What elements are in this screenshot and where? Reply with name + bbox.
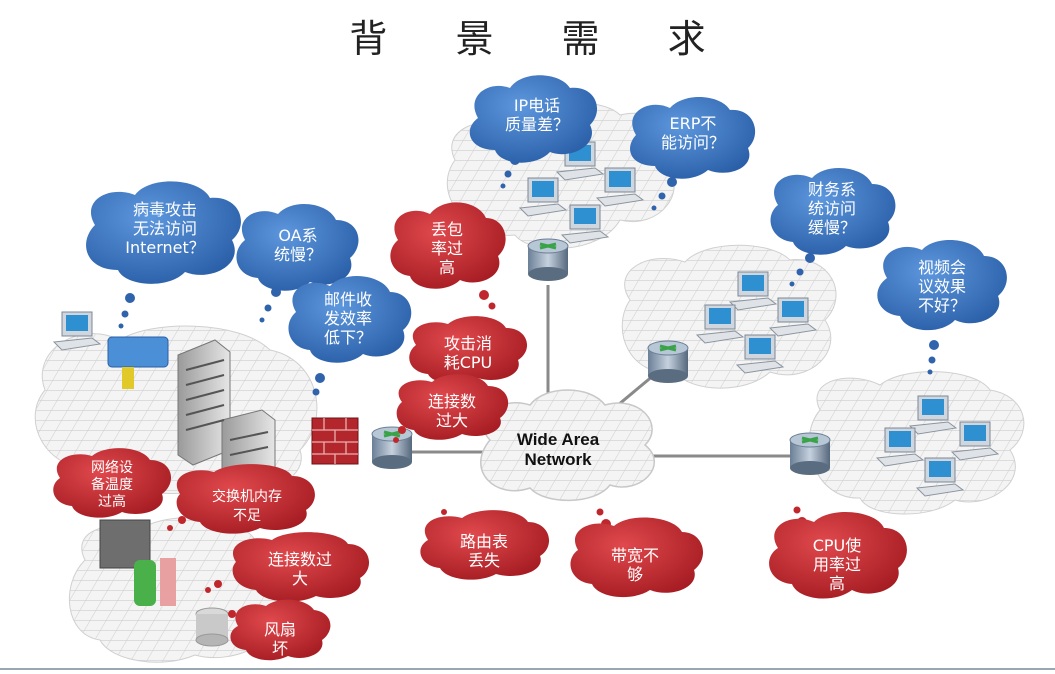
cloud-oa — [236, 203, 359, 291]
wan-label: Wide Area Network — [516, 430, 600, 469]
right-upper-site — [621, 244, 837, 389]
cloud-cpu-usage — [769, 511, 907, 599]
cloud-virus — [86, 181, 241, 284]
cloud-erp — [630, 96, 756, 179]
cloud-conn-high-2 — [232, 532, 370, 602]
cloud-conn-high-1 — [396, 374, 509, 440]
cloud-route-loss — [420, 510, 550, 580]
cloud-device-temp — [53, 448, 172, 518]
cloud-mail — [288, 275, 412, 363]
bottom-divider — [0, 668, 1055, 670]
cloud-finance — [770, 167, 896, 255]
cloud-ip-phone — [469, 75, 598, 163]
cloud-fan — [230, 599, 331, 661]
wan-cloud — [480, 389, 656, 502]
blue-clouds — [86, 75, 1007, 363]
page-title: 背 景 需 求 — [349, 17, 734, 61]
right-lower-site — [788, 371, 1025, 515]
cloud-bandwidth — [570, 517, 704, 598]
cloud-packet-loss — [390, 202, 506, 289]
bottom-left-site — [69, 517, 286, 663]
cloud-video — [877, 239, 1007, 331]
firewall — [311, 417, 359, 465]
red-clouds — [53, 202, 907, 661]
cloud-switch-mem — [176, 464, 315, 534]
cloud-attack-cpu — [409, 316, 528, 384]
